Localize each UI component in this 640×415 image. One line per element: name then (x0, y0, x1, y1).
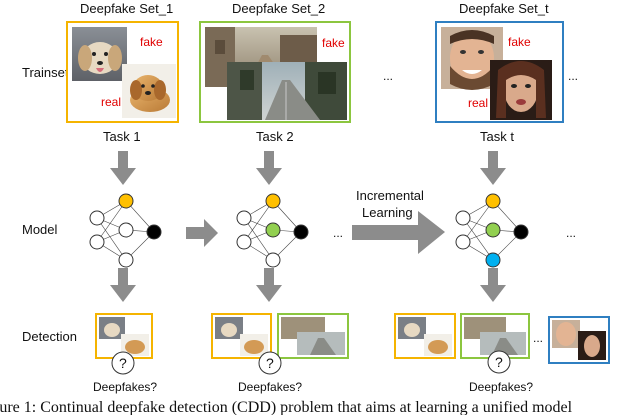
node-black (513, 224, 529, 240)
figure-caption: Figure 1: Continual deepfake detection (… (0, 399, 573, 415)
node (455, 234, 471, 250)
node (89, 234, 105, 250)
task-label-2: Task 2 (256, 129, 294, 144)
detection-group-2: ? (211, 313, 349, 375)
question-mark: ? (119, 355, 127, 371)
face-image-fake (441, 27, 503, 90)
node-black (146, 224, 162, 240)
node (118, 252, 134, 268)
down-arrow-task-1 (110, 151, 136, 185)
question-mark: ? (495, 354, 503, 370)
row-label-detection: Detection (22, 329, 77, 344)
network-model-t (455, 193, 529, 268)
question-circle (111, 351, 135, 375)
trainset-ellipsis-1: ... (383, 69, 393, 83)
incremental-label-line2: Learning (362, 205, 413, 220)
node (89, 210, 105, 226)
network-model-2 (236, 193, 309, 268)
deepfakes-question-t: Deepfakes? (469, 380, 533, 394)
task-label-1: Task 1 (103, 129, 141, 144)
down-arrow-detect-t (480, 268, 506, 302)
down-arrow-detect-2 (256, 268, 282, 302)
incremental-learning-arrow (352, 211, 445, 254)
set-1-fake-tag: fake (140, 35, 163, 49)
node (118, 222, 134, 238)
node-yellow (265, 193, 281, 209)
deepfakes-question-1: Deepfakes? (93, 380, 157, 394)
dog-image-fake (72, 27, 127, 81)
node (236, 234, 252, 250)
down-arrow-task-t (480, 151, 506, 185)
node (236, 210, 252, 226)
network-model-1 (89, 193, 162, 268)
row-label-trainset: Trainset (22, 65, 69, 80)
question-circle (487, 350, 511, 374)
detection-group-t: ? (394, 313, 610, 374)
street-image-real (227, 62, 347, 120)
set-title-t: Deepfake Set_t (459, 1, 549, 16)
detection-ellipsis: ... (533, 331, 543, 345)
trainset-set-2: fake (199, 21, 351, 123)
node-yellow (485, 193, 501, 209)
question-mark: ? (266, 355, 274, 371)
task-label-t: Task t (480, 129, 514, 144)
incremental-label-line1: Incremental (356, 188, 424, 203)
node-yellow (118, 193, 134, 209)
model-ellipsis-1: ... (333, 226, 343, 240)
deepfakes-question-2: Deepfakes? (238, 380, 302, 394)
set-title-2: Deepfake Set_2 (232, 1, 325, 16)
down-arrow-task-2 (256, 151, 282, 185)
down-arrow-detect-1 (110, 268, 136, 302)
model-ellipsis-2: ... (566, 226, 576, 240)
dog-image-real (122, 64, 176, 118)
node-green (265, 222, 281, 238)
right-arrow-model-1-2 (186, 219, 218, 247)
node-green (485, 222, 501, 238)
question-circle (258, 351, 282, 375)
trainset-set-1: fake real (66, 21, 179, 123)
set-t-real-tag: real (468, 96, 488, 110)
node-blue (485, 252, 501, 268)
detection-group-1: ? (95, 313, 153, 375)
face-image-real (490, 60, 552, 120)
set-title-1: Deepfake Set_1 (80, 1, 173, 16)
trainset-set-t: fake real (435, 21, 564, 123)
set-1-real-tag: real (101, 95, 121, 109)
node-black (293, 224, 309, 240)
trainset-ellipsis-2: ... (568, 69, 578, 83)
node (455, 210, 471, 226)
set-2-fake-tag: fake (322, 36, 345, 50)
row-label-model: Model (22, 222, 58, 237)
set-t-fake-tag: fake (508, 35, 531, 49)
node (265, 252, 281, 268)
